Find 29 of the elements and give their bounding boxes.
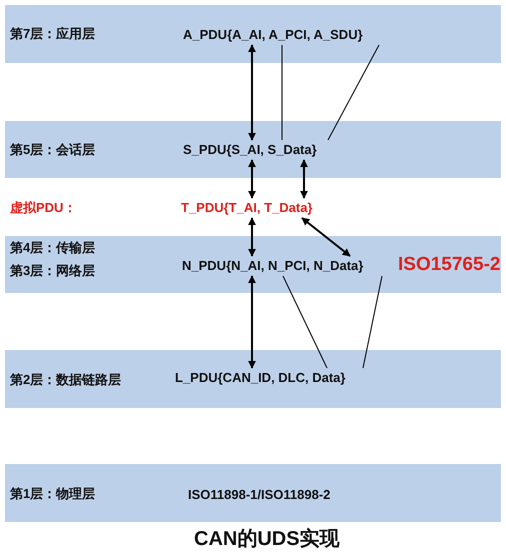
pdu-format: N_PDU{N_AI, N_PCI, N_Data} (182, 257, 364, 275)
double-arrow (248, 159, 256, 199)
layer-label: 第2层：数据链路层 (10, 371, 122, 389)
connector-line (362, 276, 382, 368)
layer-band (5, 121, 501, 178)
layer-label: 第4层：传输层 (10, 239, 96, 257)
standard-label: ISO15765-2 (398, 256, 500, 274)
pdu-format: L_PDU{CAN_ID, DLC, Data} (175, 369, 346, 387)
pdu-format: T_PDU{T_AI, T_Data} (181, 199, 312, 217)
layer-band (5, 464, 501, 522)
layer-band (5, 350, 501, 408)
double-arrow (248, 44, 256, 141)
layer-label: 第7层：应用层 (10, 25, 96, 43)
connector-line (328, 44, 380, 140)
layer-label: 第5层：会话层 (10, 141, 96, 159)
double-arrow (300, 159, 308, 199)
double-arrow (248, 217, 256, 257)
layer-label: 第1层：物理层 (10, 485, 96, 503)
caption: CAN的UDS实现 (194, 527, 340, 551)
pdu-format: A_PDU{A_AI, A_PCI, A_SDU} (183, 26, 363, 44)
double-arrow (301, 217, 351, 257)
layer-band (5, 236, 501, 293)
layer-label: 第3层：网络层 (10, 262, 96, 280)
double-arrow (248, 275, 256, 369)
pdu-format: S_PDU{S_AI, S_Data} (183, 141, 317, 159)
standard-text: ISO11898-1/ISO11898-2 (188, 486, 330, 504)
connector-line (282, 276, 328, 368)
virtual-layer-label: 虚拟PDU： (10, 199, 76, 217)
layer-band (5, 5, 501, 63)
